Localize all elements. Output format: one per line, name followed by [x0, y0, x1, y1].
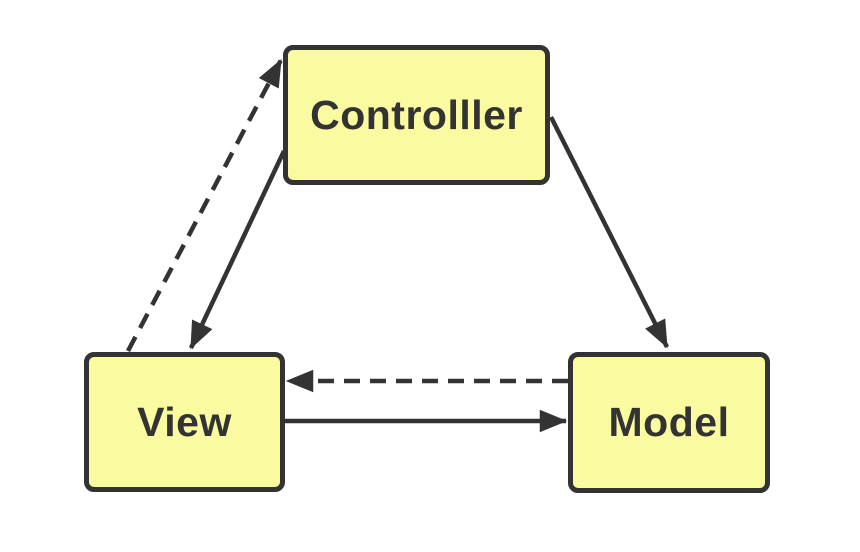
- node-view: View: [84, 352, 285, 492]
- edge-controller-to-model-solid-arrow: [548, 115, 670, 349]
- edge-controller-to-view-solid-arrow: [188, 150, 287, 350]
- node-model-label: Model: [608, 399, 730, 445]
- node-controller-label: Controlller: [310, 91, 523, 138]
- node-controller: Controlller: [283, 45, 550, 185]
- node-view-label: View: [137, 398, 232, 445]
- edge-view-to-controller-dashed-arrow: [126, 58, 283, 353]
- node-model: Model: [568, 352, 770, 493]
